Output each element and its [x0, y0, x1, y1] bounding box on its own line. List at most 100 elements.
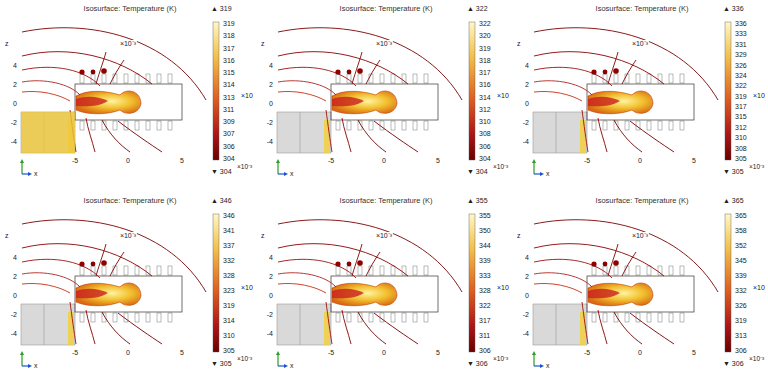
colorbar-tick: 314	[222, 317, 236, 324]
colorbar-tick: 339	[478, 257, 492, 264]
colorbar-tick: 332	[222, 257, 236, 264]
max-value: ▲ 346	[210, 197, 233, 204]
axis-letter: x	[33, 362, 39, 369]
colorbar-tick: 319	[478, 44, 492, 51]
y-tick: -4	[522, 138, 530, 145]
colorbar-tick: 355	[478, 212, 492, 219]
colorbar-tick: 306	[478, 347, 492, 354]
y-tick: -2	[522, 311, 530, 318]
axis-scale: ×10⁻³	[631, 232, 649, 239]
colorbar-tick: 315	[734, 113, 748, 120]
x-tick: -5	[583, 157, 591, 164]
max-value: ▲ 336	[722, 5, 745, 12]
colorbar-tick: 318	[478, 56, 492, 63]
y-tick: 0	[524, 292, 530, 299]
plot-title: Isosurface: Temperature (K)	[595, 197, 690, 205]
colorbar-tick: 329	[734, 51, 748, 58]
colorbar-tick: 328	[478, 287, 492, 294]
axis-scale: ×10⁻³	[631, 40, 649, 47]
axis-letter: z	[516, 40, 522, 47]
colorbar-tick: 322	[734, 82, 748, 89]
y-tick: 4	[12, 254, 18, 261]
plot-title: Isosurface: Temperature (K)	[595, 5, 690, 13]
x-tick: 5	[691, 349, 697, 356]
colorbar-tick: 308	[478, 130, 492, 137]
x-tick: 5	[435, 157, 441, 164]
axis-scale: ×10⁻³	[236, 356, 253, 363]
plot-title: Isosurface: Temperature (K)	[83, 197, 178, 205]
colorbar-tick: 352	[734, 242, 748, 249]
y-tick: -2	[522, 119, 530, 126]
x-tick: 0	[125, 349, 131, 356]
max-value: ▲ 322	[466, 5, 489, 12]
colorbar-tick: 305	[734, 155, 748, 162]
x-tick: 0	[125, 157, 131, 164]
colorbar-tick: 317	[478, 69, 492, 76]
colorbar-tick: 313	[222, 93, 236, 100]
y-tick: -2	[10, 119, 18, 126]
x-tick: 5	[179, 157, 185, 164]
colorbar-tick: 305	[222, 347, 236, 354]
y-tick: 0	[12, 292, 18, 299]
axis-letter: x	[289, 362, 295, 369]
colorbar-tick: 333	[478, 272, 492, 279]
colorbar-tick: 346	[222, 212, 236, 219]
axis-scale: ×10⁻³	[492, 164, 509, 171]
x-tick: -5	[71, 349, 79, 356]
colorbar-tick: 307	[222, 130, 236, 137]
colorbar-tick: 310	[222, 332, 236, 339]
y-tick: -4	[266, 138, 274, 145]
colorbar-tick: 310	[734, 134, 748, 141]
colorbar-tick: 322	[478, 20, 492, 27]
colorbar-tick: 326	[734, 302, 748, 309]
y-tick: -4	[10, 330, 18, 337]
y-tick: 2	[524, 81, 530, 88]
x-tick: 0	[637, 157, 643, 164]
colorbar-tick: 333	[734, 30, 748, 37]
colorbar-tick: 311	[478, 332, 491, 339]
colorbar-tick: 306	[734, 347, 748, 354]
y-tick: 0	[268, 100, 274, 107]
colorbar-tick: 350	[478, 227, 492, 234]
colorbar-tick: 311	[222, 105, 235, 112]
colorbar-tick: 310	[478, 118, 492, 125]
y-tick: 0	[12, 100, 18, 107]
y-tick: 4	[268, 254, 274, 261]
plot-title: Isosurface: Temperature (K)	[83, 5, 178, 13]
colorbar-tick: 312	[734, 123, 748, 130]
axis-letter: x	[33, 170, 39, 177]
y-tick: 4	[12, 62, 18, 69]
colorbar-tick: 358	[734, 227, 748, 234]
colorbar-tick: 341	[222, 227, 236, 234]
colorbar-tick: 316	[478, 81, 492, 88]
y-tick: -2	[266, 119, 274, 126]
y-tick: 4	[524, 62, 530, 69]
axis-scale: ×10⁻³	[492, 356, 509, 363]
x-tick: 0	[637, 349, 643, 356]
axis-letter: z	[516, 232, 522, 239]
min-value: ▼ 306	[466, 360, 489, 367]
min-value: ▼ 305	[722, 168, 745, 175]
x-tick: -5	[327, 157, 335, 164]
colorbar-tick: 326	[734, 61, 748, 68]
max-value: ▲ 365	[722, 197, 745, 204]
x-tick: -5	[583, 349, 591, 356]
colorbar-tick: 339	[734, 272, 748, 279]
axis-scale: ×10	[752, 92, 766, 99]
colorbar-tick: 322	[478, 302, 492, 309]
y-tick: 4	[268, 62, 274, 69]
colorbar-tick: 317	[222, 44, 236, 51]
colorbar-tick: 319	[222, 20, 236, 27]
colorbar-tick: 309	[222, 118, 236, 125]
axis-letter: z	[4, 232, 10, 239]
colorbar-tick: 365	[734, 212, 748, 219]
axis-scale: ×10	[240, 92, 254, 99]
colorbar-tick: 337	[222, 242, 236, 249]
axis-letter: x	[289, 170, 295, 177]
min-value: ▼ 306	[722, 360, 745, 367]
colorbar-tick: 306	[478, 142, 492, 149]
axis-scale: ×10⁻³	[748, 164, 765, 171]
axis-scale: ×10	[496, 284, 510, 291]
y-tick: -4	[522, 330, 530, 337]
